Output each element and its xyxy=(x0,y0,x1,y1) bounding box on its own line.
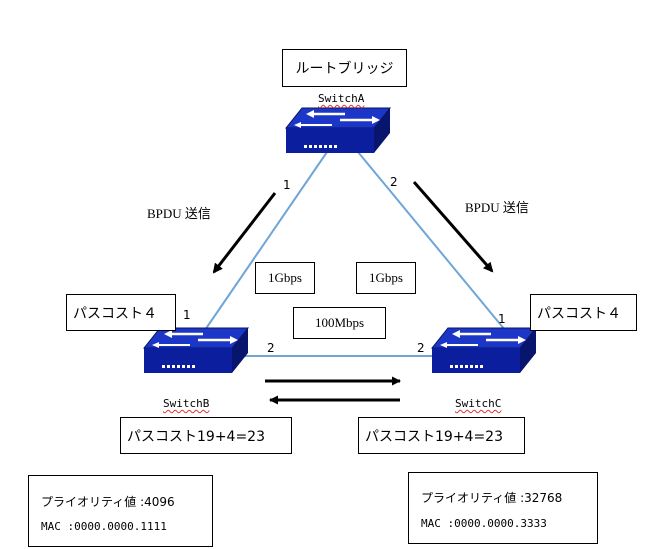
link-a-c xyxy=(357,151,506,331)
switch-b-name: SwitchB xyxy=(163,397,210,410)
switch-c-priority: プライオリティ値 :32768 xyxy=(421,491,563,505)
switch-b-port2-label: 2 xyxy=(267,341,275,355)
switch-b-icon xyxy=(142,327,250,373)
switch-b-priority: プライオリティ値 :4096 xyxy=(41,495,175,509)
switch-a-port1-label: 1 xyxy=(283,178,291,192)
link-speed-ab: 1Gbps xyxy=(255,262,315,294)
switch-c-icon xyxy=(430,327,538,373)
path-cost-b-port1: パスコスト４ xyxy=(66,294,176,331)
link-a-b xyxy=(204,151,328,331)
switch-b-info-box: プライオリティ値 :4096 MAC :0000.0000.1111 xyxy=(28,475,213,547)
switch-c-port2-label: 2 xyxy=(417,341,425,355)
link-speed-bc: 100Mbps xyxy=(293,307,386,339)
root-bridge-label: ルートブリッジ xyxy=(282,49,407,87)
path-cost-b-total: パスコスト19+4=23 xyxy=(120,417,292,454)
bpdu-arrow-right xyxy=(412,181,494,273)
link-speed-ac: 1Gbps xyxy=(356,262,416,294)
switch-b-port1-label: 1 xyxy=(183,308,191,322)
path-cost-c-port1: パスコスト４ xyxy=(530,294,637,331)
bpdu-send-label-right: BPDU 送信 xyxy=(465,200,529,215)
switch-c-name: SwitchC xyxy=(455,397,502,410)
switch-a-name: SwitchA xyxy=(318,92,365,105)
switch-c-mac: MAC :0000.0000.3333 xyxy=(421,517,547,530)
switch-a-port2-label: 2 xyxy=(390,175,398,189)
bpdu-arrow-left xyxy=(212,192,277,274)
bpdu-send-label-left: BPDU 送信 xyxy=(147,206,211,221)
switch-b-mac: MAC :0000.0000.1111 xyxy=(41,520,167,533)
switch-c-port1-label: 1 xyxy=(498,312,506,326)
switch-a-icon xyxy=(284,107,392,153)
switch-c-info-box: プライオリティ値 :32768 MAC :0000.0000.3333 xyxy=(408,472,598,544)
path-cost-c-total: パスコスト19+4=23 xyxy=(358,417,525,454)
